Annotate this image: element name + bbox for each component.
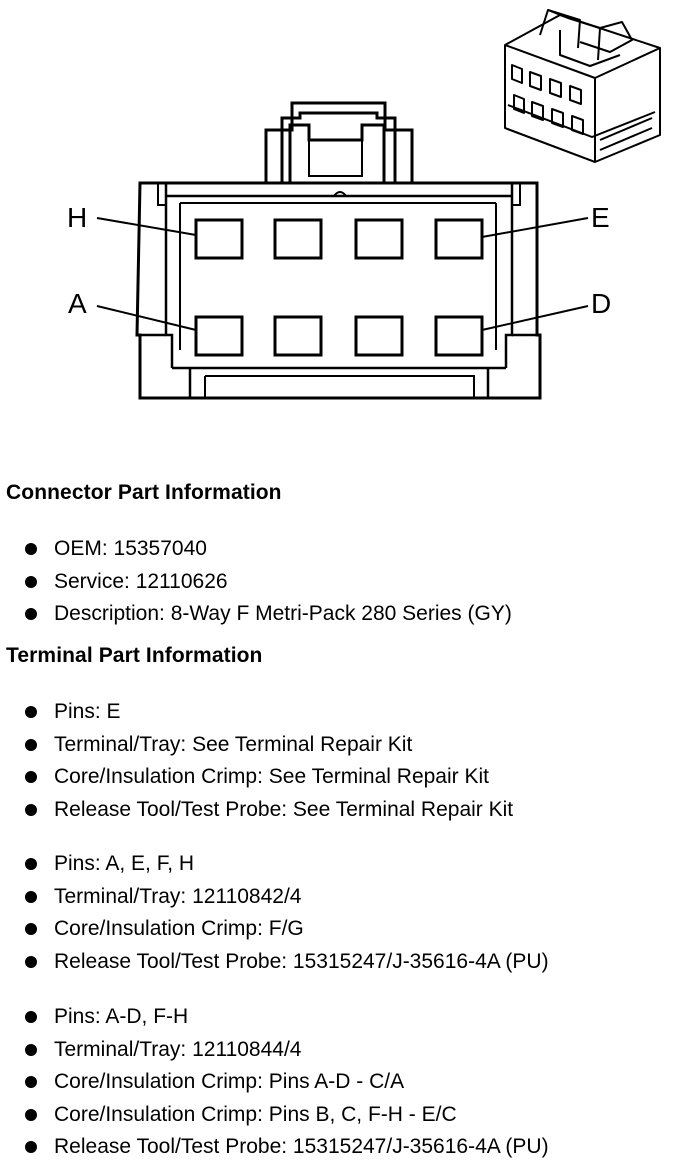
- leader-line-e: [481, 217, 589, 238]
- item-value: See Terminal Repair Kit: [192, 732, 413, 756]
- connector-isometric-icon: [504, 9, 661, 163]
- cavity-e: [434, 218, 484, 260]
- cavity-c: [354, 315, 404, 357]
- bullet-icon: [25, 955, 37, 968]
- item-key: Core/Insulation Crimp: [54, 765, 258, 789]
- list-item: Description: 8-Way F Metri-Pack 280 Seri…: [0, 598, 512, 631]
- item-value: 15315247/J-35616-4A (PU): [292, 1135, 549, 1159]
- bullet-icon: [25, 738, 37, 751]
- item-key: Release Tool/Test Probe: [54, 949, 282, 973]
- item-value: 15357040: [113, 537, 207, 560]
- bullet-icon: [25, 608, 37, 621]
- item-key: Pins: [54, 700, 95, 723]
- item-value: Pins A-D - C/A: [268, 1070, 405, 1094]
- item-key: OEM: [54, 537, 102, 560]
- item-key: Description: [54, 602, 160, 626]
- item-value: E: [106, 700, 121, 723]
- list-item: Service: 12110626: [0, 566, 512, 599]
- bullet-icon: [25, 1141, 37, 1154]
- list-item: OEM: 15357040: [0, 533, 512, 566]
- list-item: Pins: E: [0, 696, 513, 729]
- item-key: Release Tool/Test Probe: [54, 797, 282, 821]
- item-key: Service: [54, 569, 125, 593]
- item-key: Core/Insulation Crimp: [54, 917, 258, 941]
- item-value: A-D, F-H: [105, 1005, 189, 1028]
- item-key: Pins: [54, 1005, 95, 1028]
- item-key: Terminal/Tray: [54, 884, 181, 908]
- leader-line-a: [96, 305, 197, 331]
- item-value: 12110842/4: [192, 884, 302, 908]
- list-item: Terminal/Tray: 12110844/4: [0, 1034, 549, 1067]
- item-key: Terminal/Tray: [54, 1037, 181, 1061]
- item-value: 15315247/J-35616-4A (PU): [292, 949, 549, 973]
- list-item: Core/Insulation Crimp: Pins B, C, F-H - …: [0, 1099, 549, 1132]
- bullet-icon: [25, 1108, 37, 1121]
- bullet-icon: [25, 890, 37, 903]
- bullet-icon: [25, 923, 37, 936]
- item-value: Pins B, C, F-H - E/C: [268, 1102, 457, 1126]
- terminal-group-1: Pins: E Terminal/Tray: See Terminal Repa…: [0, 696, 513, 826]
- cavity-g: [273, 218, 323, 260]
- list-item: Core/Insulation Crimp: Pins A-D - C/A: [0, 1066, 549, 1099]
- list-item: Core/Insulation Crimp: F/G: [0, 913, 549, 946]
- list-item: Terminal/Tray: 12110842/4: [0, 881, 549, 914]
- bullet-icon: [25, 1011, 37, 1023]
- item-key: Release Tool/Test Probe: [54, 1135, 282, 1159]
- leader-line-d: [481, 305, 589, 331]
- list-item: Pins: A-D, F-H: [0, 1001, 549, 1034]
- item-key: Terminal/Tray: [54, 732, 181, 756]
- cavity-b: [273, 315, 323, 357]
- connector-face-view: H E A D: [67, 9, 661, 400]
- list-item: Release Tool/Test Probe: See Terminal Re…: [0, 794, 513, 827]
- terminal-group-2: Pins: A, E, F, H Terminal/Tray: 12110842…: [0, 848, 549, 978]
- item-value: 12110844/4: [192, 1037, 302, 1061]
- pin-label-e: E: [591, 202, 610, 233]
- item-key: Pins: [54, 852, 95, 875]
- item-value: See Terminal Repair Kit: [268, 765, 489, 789]
- connector-diagram: H E A D: [0, 0, 688, 440]
- bullet-icon: [25, 858, 37, 870]
- item-value: 12110626: [135, 569, 228, 593]
- connector-section-title: Connector Part Information: [6, 481, 282, 504]
- bullet-icon: [25, 1076, 37, 1089]
- item-value: See Terminal Repair Kit: [292, 797, 514, 821]
- bullet-icon: [25, 706, 37, 718]
- pin-label-d: D: [591, 288, 611, 319]
- list-item: Terminal/Tray: See Terminal Repair Kit: [0, 729, 513, 762]
- item-value: 8-Way F Metri-Pack 280 Series (GY): [170, 602, 512, 626]
- terminal-section-title: Terminal Part Information: [6, 644, 263, 667]
- pin-label-a: A: [68, 288, 87, 319]
- cavity-a: [194, 315, 244, 357]
- list-item: Core/Insulation Crimp: See Terminal Repa…: [0, 761, 513, 794]
- item-value: A, E, F, H: [105, 852, 195, 875]
- list-item: Release Tool/Test Probe: 15315247/J-3561…: [0, 946, 549, 979]
- bullet-icon: [25, 1043, 37, 1056]
- terminal-group-3: Pins: A-D, F-H Terminal/Tray: 12110844/4…: [0, 1001, 549, 1164]
- bullet-icon: [25, 771, 37, 784]
- list-item: Pins: A, E, F, H: [0, 848, 549, 881]
- leader-line-h: [96, 217, 197, 236]
- bullet-icon: [25, 575, 37, 588]
- connector-info-list: OEM: 15357040 Service: 12110626 Descript…: [0, 533, 512, 631]
- list-item: Release Tool/Test Probe: 15315247/J-3561…: [0, 1131, 549, 1164]
- item-key: Core/Insulation Crimp: [54, 1070, 258, 1094]
- bullet-icon: [25, 803, 37, 816]
- bullet-icon: [25, 543, 37, 555]
- item-value: F/G: [268, 917, 304, 941]
- cavity-d: [434, 315, 484, 357]
- cavity-h: [194, 218, 244, 260]
- item-key: Core/Insulation Crimp: [54, 1102, 258, 1126]
- cavity-f: [354, 218, 404, 260]
- pin-label-h: H: [67, 202, 87, 233]
